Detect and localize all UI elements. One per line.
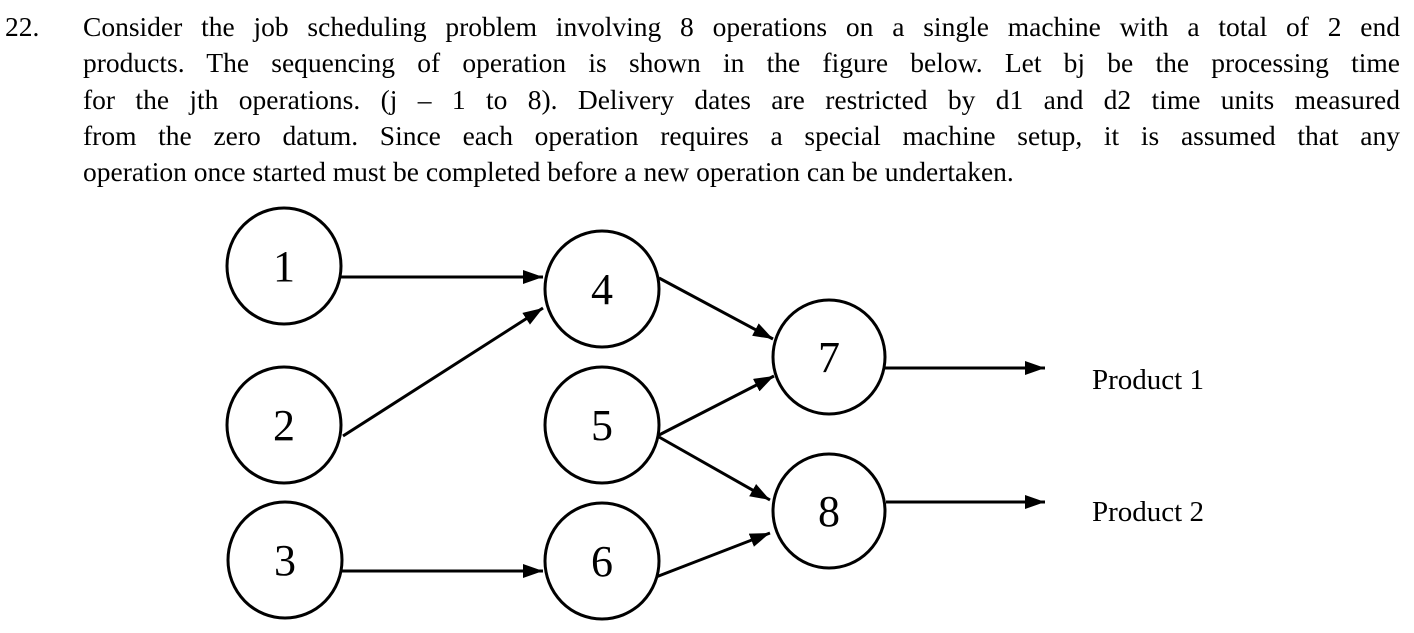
node-7-circle: [771, 298, 887, 416]
node-6-circle: [543, 501, 661, 621]
node-1-label: 1: [273, 242, 295, 291]
node-2-circle: [225, 365, 343, 485]
question-line-5: operation once started must be completed…: [83, 156, 1014, 188]
edge-5-8: [658, 435, 771, 502]
question-line-1: Consider the job scheduling problem invo…: [83, 11, 1400, 42]
node-6-label: 6: [591, 537, 613, 586]
node-2-label: 2: [273, 401, 295, 450]
product-1-label: Product 1: [1092, 364, 1204, 396]
node-8-label: 8: [818, 487, 840, 536]
edge-4-7: [658, 276, 774, 341]
node-4-circle: [543, 229, 661, 349]
edge-6-8: [655, 531, 771, 579]
node-1-circle: [225, 206, 343, 326]
question-text: Consider the job scheduling problem invo…: [83, 9, 1400, 190]
node-4-label: 4: [591, 265, 613, 314]
edge-2-4: [342, 306, 544, 438]
edge-5-7: [658, 374, 775, 437]
node-7-label: 7: [818, 333, 840, 382]
product-2-label: Product 2: [1092, 496, 1204, 528]
question-line-4: from the zero datum. Since each operatio…: [83, 119, 1400, 151]
question-number: 22.: [5, 11, 40, 42]
node-5-label: 5: [591, 401, 613, 450]
question-line-3: for the jth operations. (j – 1 to 8). De…: [83, 83, 1400, 115]
node-5-circle: [543, 365, 661, 485]
node-3-label: 3: [274, 536, 296, 585]
question-line-2: products. The sequencing of operation is…: [83, 47, 1400, 79]
node-3-circle: [226, 500, 344, 620]
node-8-circle: [771, 452, 887, 570]
